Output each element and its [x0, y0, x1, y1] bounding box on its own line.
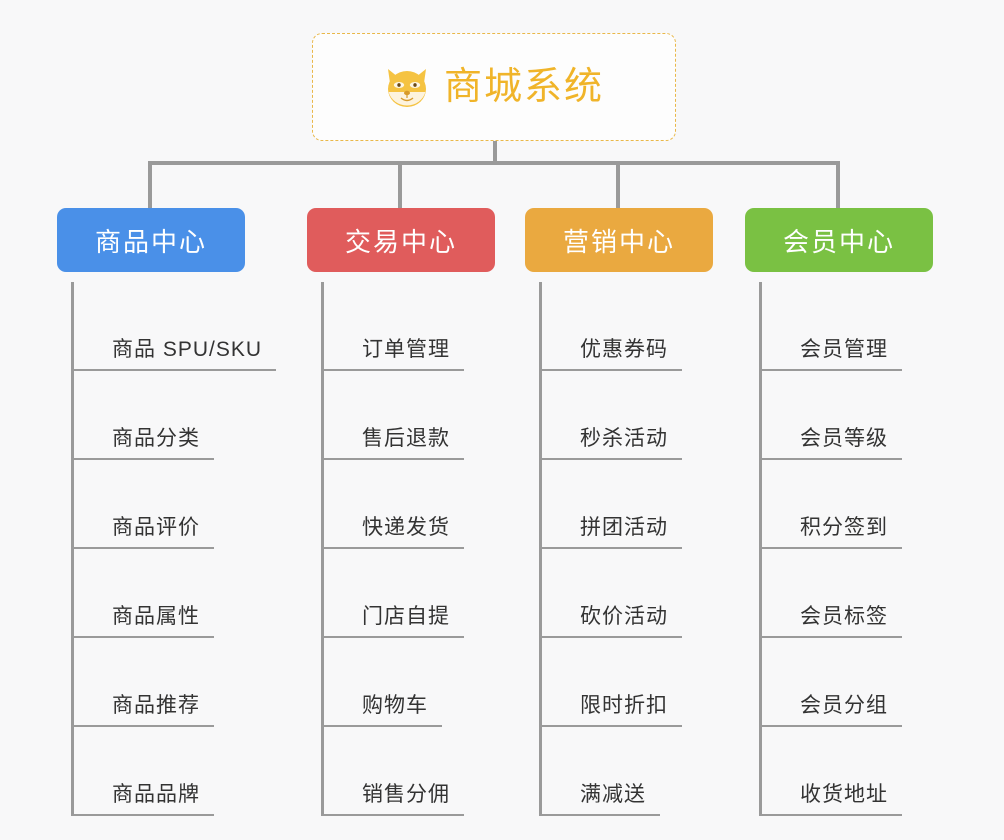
list-item[interactable]: 会员等级	[762, 371, 965, 460]
branch-column-4: 会员中心 会员管理 会员等级 积分签到 会员标签 会员分组 收货地址	[745, 208, 965, 816]
list-item[interactable]: 销售分佣	[324, 727, 527, 816]
branch-items-4: 会员管理 会员等级 积分签到 会员标签 会员分组 收货地址	[759, 282, 965, 816]
branch-header-2-label: 交易中心	[344, 226, 457, 257]
list-item[interactable]: 砍价活动	[542, 549, 745, 638]
connector-drop-4	[836, 163, 840, 209]
list-item-label: 积分签到	[798, 511, 902, 549]
list-item[interactable]: 售后退款	[324, 371, 527, 460]
list-item[interactable]: 满减送	[542, 727, 745, 816]
branch-items-3: 优惠券码 秒杀活动 拼团活动 砍价活动 限时折扣 满减送	[539, 282, 745, 816]
list-item-label: 订单管理	[360, 333, 464, 371]
list-item-label: 销售分佣	[360, 778, 464, 816]
item-rule	[762, 725, 798, 727]
branch-header-3-label: 营销中心	[562, 226, 675, 257]
list-item-label: 秒杀活动	[578, 422, 682, 460]
connector-root-stem	[493, 141, 497, 163]
list-item[interactable]: 秒杀活动	[542, 371, 745, 460]
list-item-label: 商品品牌	[110, 778, 214, 816]
branch-items-1: 商品 SPU/SKU 商品分类 商品评价 商品属性 商品推荐 商品品牌	[71, 282, 277, 816]
root-node-mall-system[interactable]: 商城系统	[312, 33, 676, 141]
item-rule	[762, 636, 798, 638]
branch-header-4-label: 会员中心	[782, 226, 895, 257]
item-rule	[324, 636, 360, 638]
list-item-label: 商品推荐	[110, 689, 214, 727]
item-rule	[324, 369, 360, 371]
list-item[interactable]: 购物车	[324, 638, 527, 727]
list-item-label: 砍价活动	[578, 600, 682, 638]
item-rule	[762, 814, 798, 816]
list-item-label: 快递发货	[360, 511, 464, 549]
item-rule	[542, 458, 578, 460]
list-item-label: 会员标签	[798, 600, 902, 638]
item-rule	[762, 458, 798, 460]
item-rule	[762, 369, 798, 371]
list-item[interactable]: 会员分组	[762, 638, 965, 727]
list-item-label: 商品属性	[110, 600, 214, 638]
item-rule	[762, 547, 798, 549]
list-item-label: 购物车	[360, 689, 442, 727]
list-item-label: 商品分类	[110, 422, 214, 460]
branch-column-3: 营销中心 优惠券码 秒杀活动 拼团活动 砍价活动 限时折扣 满减送	[525, 208, 745, 816]
branch-items-2: 订单管理 售后退款 快递发货 门店自提 购物车 销售分佣	[321, 282, 527, 816]
item-rule	[542, 369, 578, 371]
branch-column-2: 交易中心 订单管理 售后退款 快递发货 门店自提 购物车 销售分佣	[307, 208, 527, 816]
item-rule	[74, 458, 110, 460]
branch-column-1: 商品中心 商品 SPU/SKU 商品分类 商品评价 商品属性 商品推荐 商品品牌	[57, 208, 277, 816]
connector-drop-2	[398, 163, 402, 209]
item-rule	[324, 725, 360, 727]
item-rule	[542, 814, 578, 816]
item-rule	[542, 547, 578, 549]
item-rule	[74, 725, 110, 727]
list-item[interactable]: 商品推荐	[74, 638, 277, 727]
connector-horizontal-bus	[148, 161, 840, 165]
item-rule	[74, 369, 110, 371]
connector-drop-3	[616, 163, 620, 209]
connector-drop-1	[148, 163, 152, 209]
list-item[interactable]: 订单管理	[324, 282, 527, 371]
list-item[interactable]: 门店自提	[324, 549, 527, 638]
item-rule	[74, 814, 110, 816]
shiba-dog-face-icon	[384, 65, 430, 109]
list-item-label: 商品评价	[110, 511, 214, 549]
list-item[interactable]: 收货地址	[762, 727, 965, 816]
list-item-label: 售后退款	[360, 422, 464, 460]
list-item-label: 商品 SPU/SKU	[110, 333, 277, 371]
list-item[interactable]: 商品 SPU/SKU	[74, 282, 277, 371]
list-item[interactable]: 会员管理	[762, 282, 965, 371]
list-item[interactable]: 积分签到	[762, 460, 965, 549]
list-item-label: 收货地址	[798, 778, 902, 816]
item-rule	[74, 547, 110, 549]
list-item-label: 拼团活动	[578, 511, 682, 549]
item-rule	[542, 725, 578, 727]
list-item-label: 优惠券码	[578, 333, 682, 371]
branch-header-3[interactable]: 营销中心	[525, 208, 713, 272]
list-item[interactable]: 商品评价	[74, 460, 277, 549]
item-rule	[542, 636, 578, 638]
list-item[interactable]: 商品属性	[74, 549, 277, 638]
list-item-label: 会员等级	[798, 422, 902, 460]
branch-header-2[interactable]: 交易中心	[307, 208, 495, 272]
list-item[interactable]: 会员标签	[762, 549, 965, 638]
item-rule	[324, 547, 360, 549]
list-item-label: 限时折扣	[578, 689, 682, 727]
root-node-label: 商城系统	[443, 66, 604, 108]
list-item-label: 会员分组	[798, 689, 902, 727]
list-item[interactable]: 快递发货	[324, 460, 527, 549]
list-item-label: 会员管理	[798, 333, 902, 371]
list-item[interactable]: 拼团活动	[542, 460, 745, 549]
item-rule	[324, 814, 360, 816]
list-item-label: 门店自提	[360, 600, 464, 638]
item-rule	[74, 636, 110, 638]
list-item[interactable]: 优惠券码	[542, 282, 745, 371]
branch-header-1[interactable]: 商品中心	[57, 208, 245, 272]
list-item[interactable]: 商品品牌	[74, 727, 277, 816]
list-item[interactable]: 限时折扣	[542, 638, 745, 727]
list-item-label: 满减送	[578, 778, 660, 816]
list-item[interactable]: 商品分类	[74, 371, 277, 460]
branch-header-4[interactable]: 会员中心	[745, 208, 933, 272]
branch-header-1-label: 商品中心	[94, 226, 207, 257]
item-rule	[324, 458, 360, 460]
